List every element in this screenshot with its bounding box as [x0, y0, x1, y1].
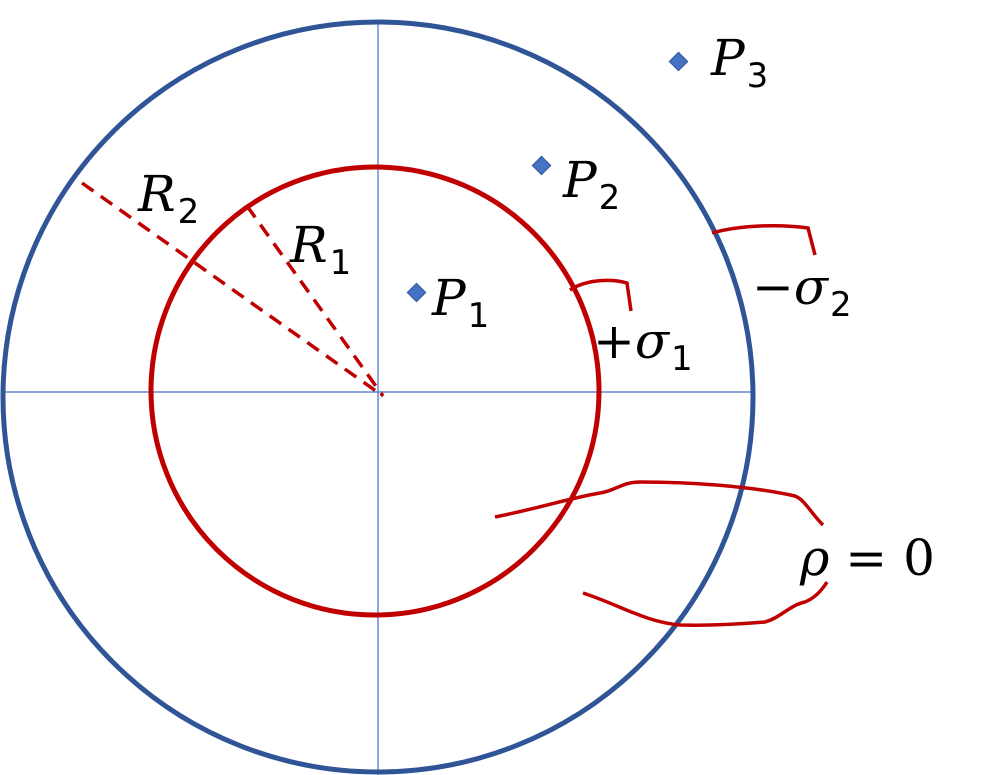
label-rho: ρ = 0: [799, 529, 935, 587]
point-p2-marker: [531, 155, 552, 176]
rho-pointer-lower: [582, 581, 829, 628]
label-p2: P2: [562, 151, 620, 218]
point-p1-marker: [406, 282, 427, 303]
rho-pointer-upper: [494, 480, 825, 527]
label-sigma1: +σ1: [593, 312, 693, 379]
point-p3-marker: [668, 51, 689, 72]
outer-circle: [0, 19, 756, 775]
label-sigma2: −σ2: [752, 258, 852, 325]
sigma1-pointer: [569, 278, 633, 312]
label-r2: R2: [137, 165, 199, 232]
radius-r2-line: [80, 181, 385, 398]
label-p3: P3: [710, 29, 768, 96]
label-r1: R1: [289, 216, 351, 283]
sigma2-pointer: [711, 223, 817, 256]
inner-circle: [148, 164, 602, 618]
radius-r1-line: [245, 204, 385, 398]
label-p1: P1: [431, 269, 489, 336]
